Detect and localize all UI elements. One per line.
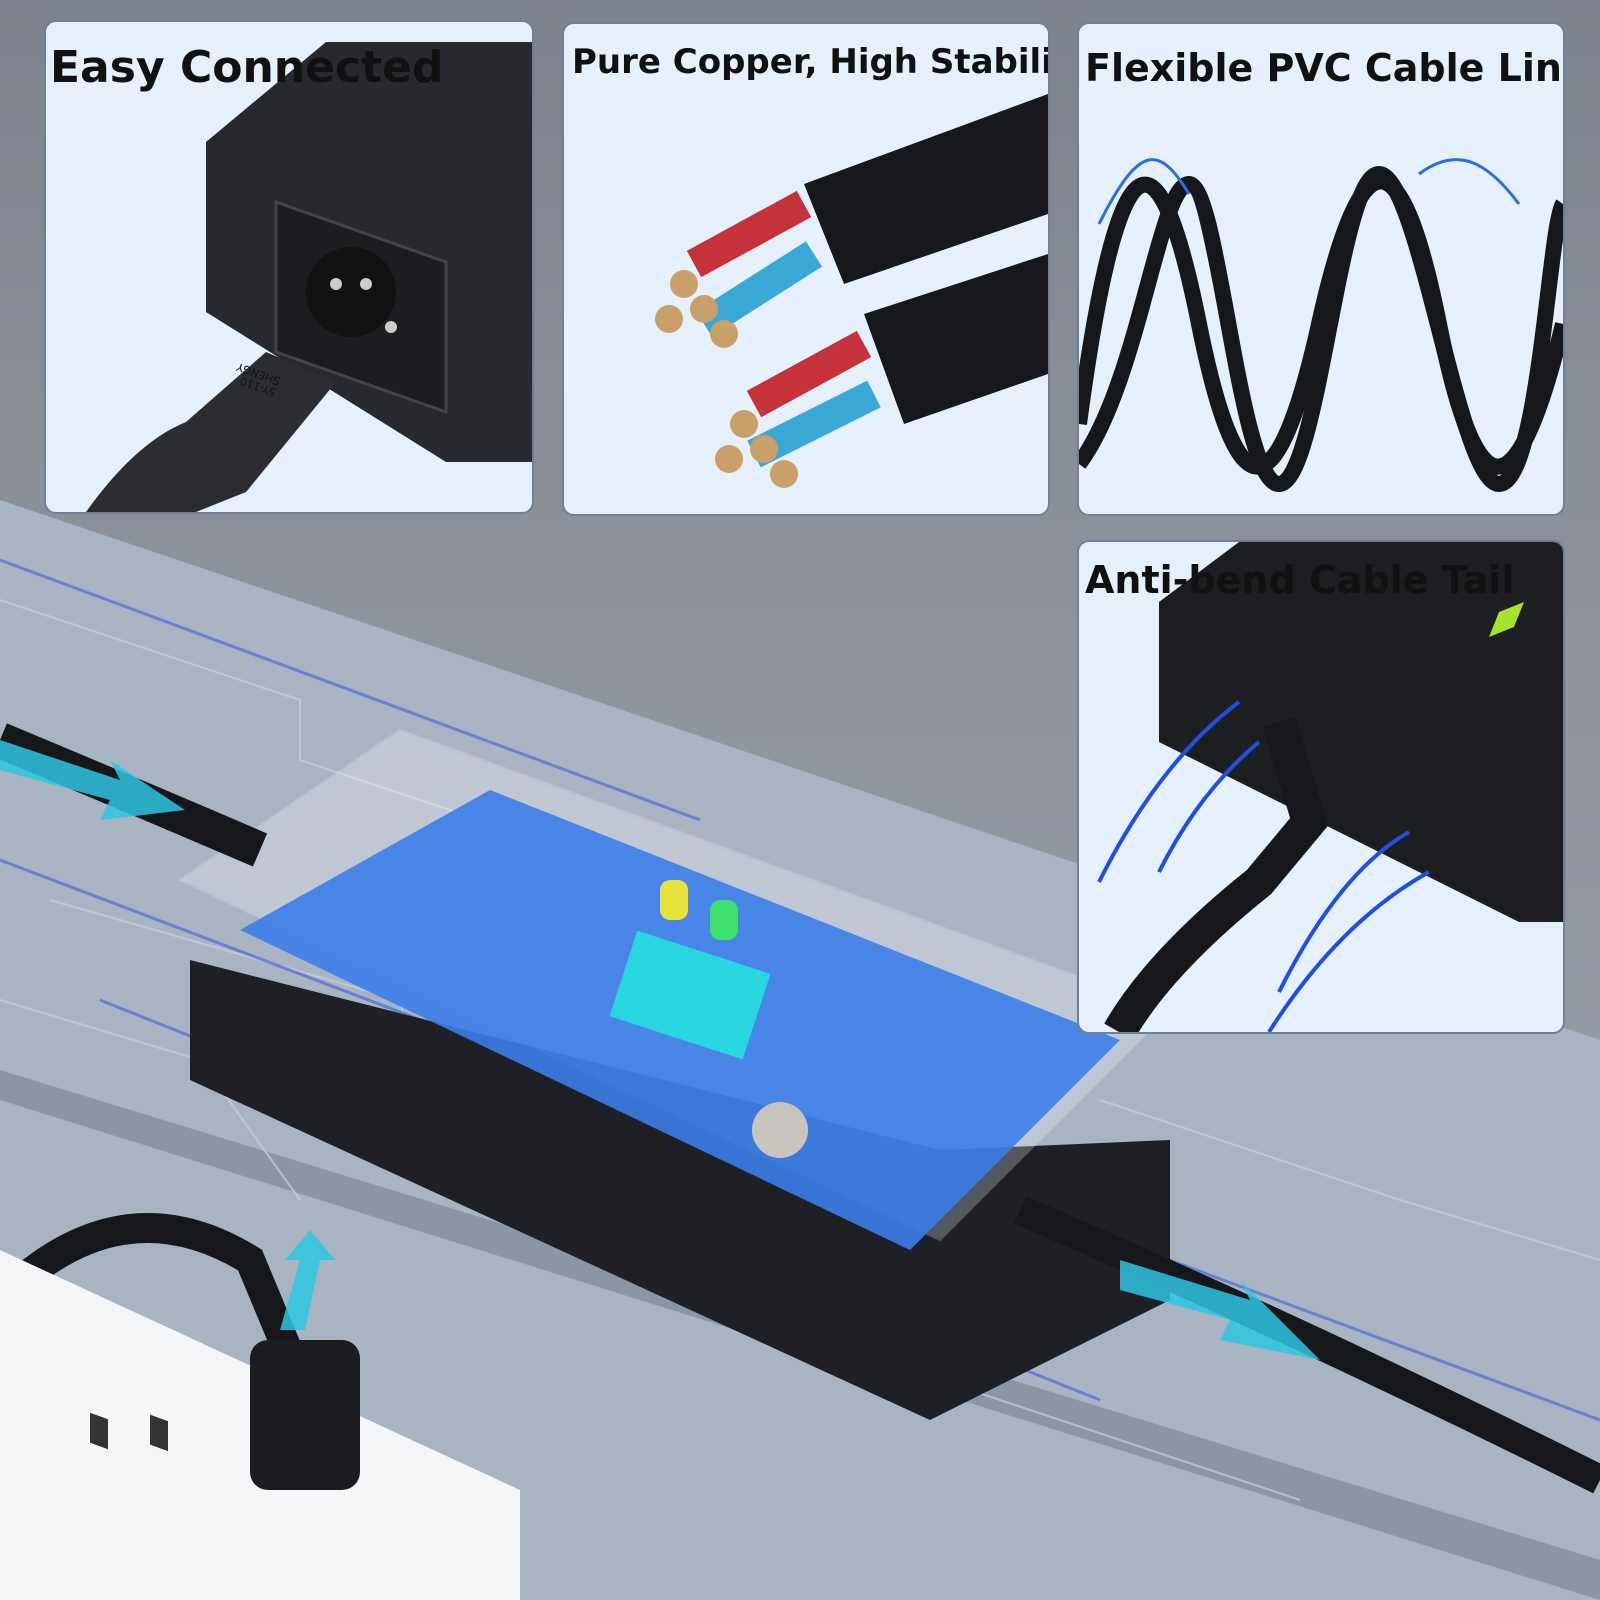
panel-easy-connected: Easy Connected SY-110 SHENGY xyxy=(44,20,534,514)
inductor-coil xyxy=(752,1102,808,1158)
processor-chip xyxy=(609,930,771,1060)
green-capacitor xyxy=(710,900,738,940)
flow-arrow-icon xyxy=(280,1230,335,1330)
yellow-capacitor xyxy=(660,880,688,920)
panel-pure-copper: Pure Copper, High Stability xyxy=(562,22,1050,516)
coiled-cable-illustration xyxy=(1079,158,1563,493)
adapter-body xyxy=(190,960,1170,1420)
flow-arrow-icon xyxy=(1120,1260,1320,1360)
wall-plug xyxy=(250,1340,360,1490)
outlet-slot xyxy=(150,1414,168,1452)
ac-inlet-illustration xyxy=(86,42,532,512)
panel-title: Flexible PVC Cable Line xyxy=(1085,46,1565,90)
cable-tail-illustration xyxy=(1097,542,1563,1032)
panel-anti-bend: Anti-bend Cable Tail xyxy=(1077,540,1565,1034)
copper-wire-illustration xyxy=(655,94,1048,488)
panel-title: Anti-bend Cable Tail xyxy=(1085,558,1515,602)
panel-title: Easy Connected xyxy=(50,42,444,93)
panel-flexible-pvc: Flexible PVC Cable Line xyxy=(1077,22,1565,516)
panel-title: Pure Copper, High Stability xyxy=(572,42,1050,82)
outlet-slot xyxy=(90,1412,108,1450)
led-indicator xyxy=(1489,602,1524,637)
output-cable xyxy=(1014,1196,1600,1494)
flow-arrow-icon xyxy=(0,740,185,820)
